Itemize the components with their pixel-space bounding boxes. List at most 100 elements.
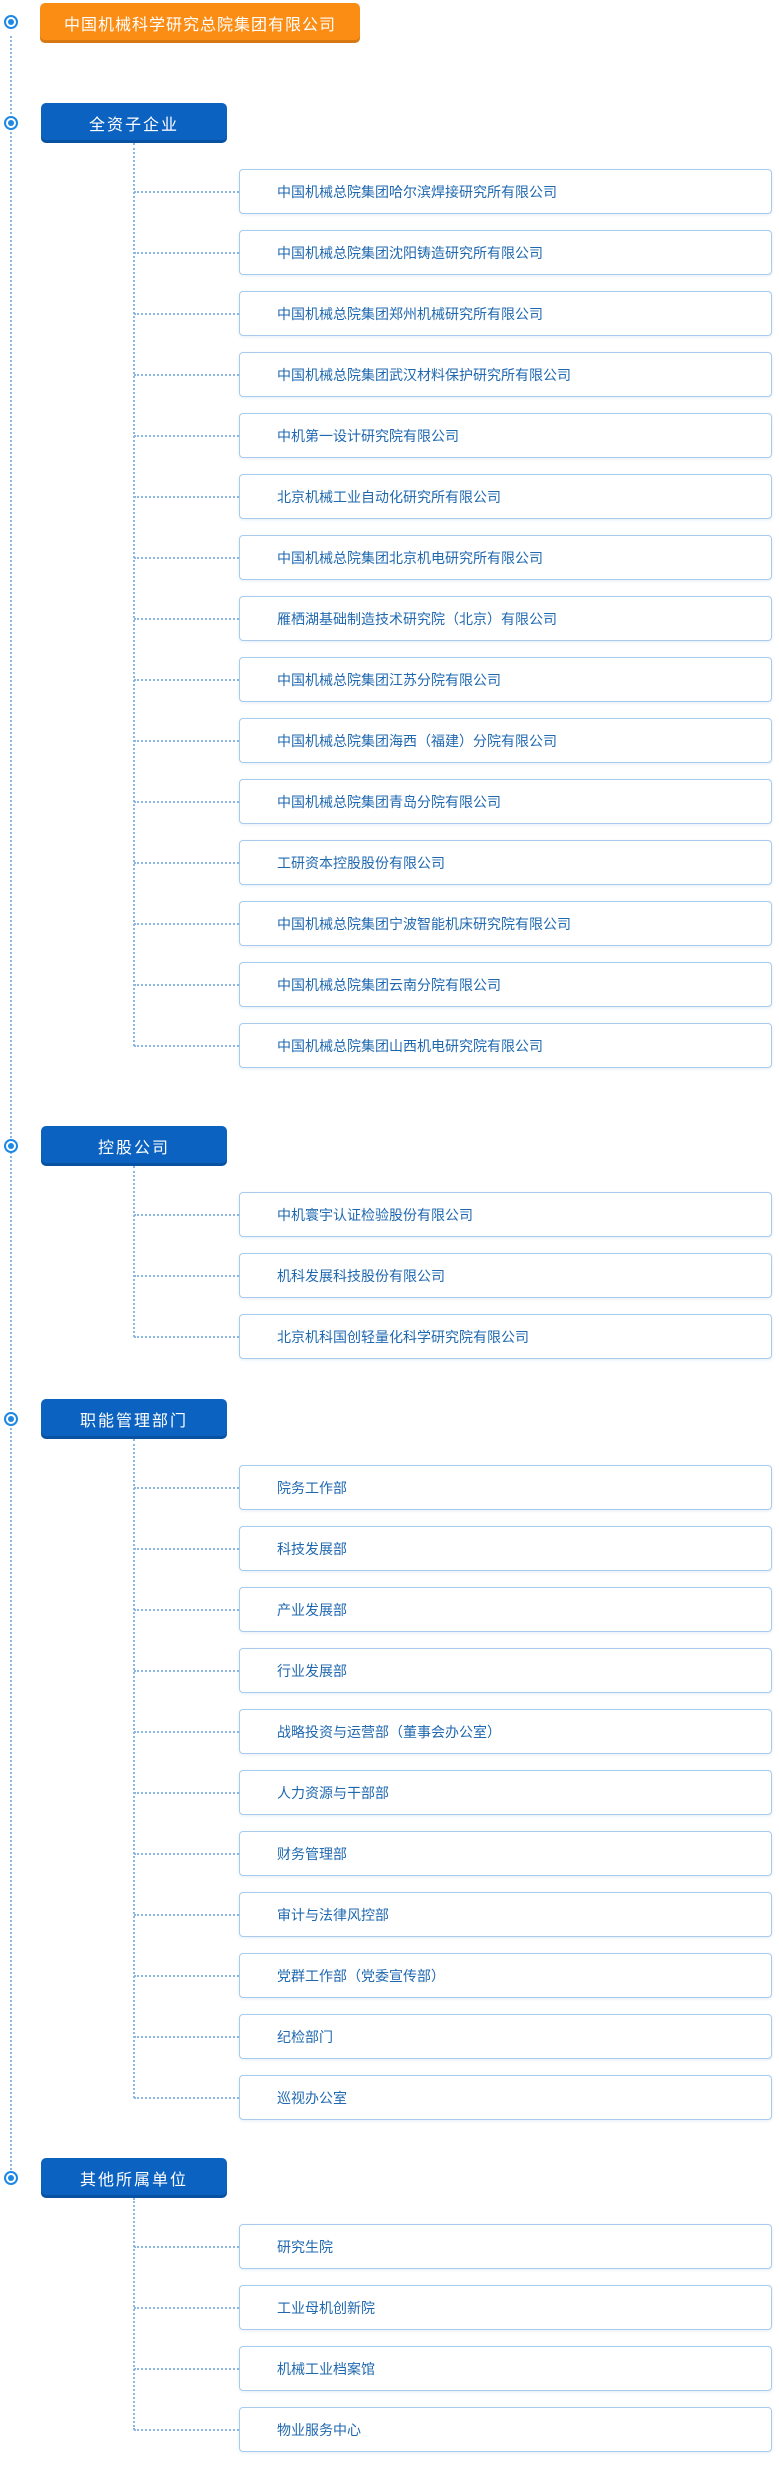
root-node[interactable]: 中国机械科学研究总院集团有限公司 bbox=[40, 3, 360, 43]
org-unit-box: 中国机械总院集团武汉材料保护研究所有限公司 bbox=[239, 352, 772, 397]
org-unit-box: 审计与法律风控部 bbox=[239, 1892, 772, 1937]
org-unit-label: 中国机械总院集团宁波智能机床研究院有限公司 bbox=[277, 915, 571, 932]
radio-bullet-icon[interactable] bbox=[4, 2171, 18, 2185]
org-unit-box: 雁栖湖基础制造技术研究院（北京）有限公司 bbox=[239, 596, 772, 641]
org-unit-box: 中国机械总院集团山西机电研究院有限公司 bbox=[239, 1023, 772, 1068]
org-unit-label: 院务工作部 bbox=[277, 1479, 347, 1496]
org-unit-label: 战略投资与运营部（董事会办公室） bbox=[277, 1723, 501, 1740]
org-child-row: 审计与法律风控部 bbox=[134, 1892, 779, 1937]
org-child-row: 中国机械总院集团青岛分院有限公司 bbox=[134, 779, 779, 824]
section-children: 研究生院 工业母机创新院 机械工业档案馆 物业服务中心 bbox=[0, 2198, 779, 2452]
org-unit-box: 战略投资与运营部（董事会办公室） bbox=[239, 1709, 772, 1754]
org-child-row: 中机第一设计研究院有限公司 bbox=[134, 413, 779, 458]
section-header-row: 控股公司 bbox=[4, 1126, 227, 1166]
connector-dotted-line bbox=[134, 1669, 239, 1672]
org-unit-box: 机科发展科技股份有限公司 bbox=[239, 1253, 772, 1298]
connector-dotted-line bbox=[134, 739, 239, 742]
org-unit-label: 巡视办公室 bbox=[277, 2089, 347, 2106]
org-unit-box: 财务管理部 bbox=[239, 1831, 772, 1876]
org-child-row: 中国机械总院集团江苏分院有限公司 bbox=[134, 657, 779, 702]
connector-dotted-line bbox=[134, 1730, 239, 1733]
org-unit-box: 中机寰宇认证检验股份有限公司 bbox=[239, 1192, 772, 1237]
org-unit-label: 机科发展科技股份有限公司 bbox=[277, 1267, 445, 1284]
org-child-row: 中国机械总院集团沈阳铸造研究所有限公司 bbox=[134, 230, 779, 275]
org-unit-box: 北京机科国创轻量化科学研究院有限公司 bbox=[239, 1314, 772, 1359]
org-unit-box: 中国机械总院集团郑州机械研究所有限公司 bbox=[239, 291, 772, 336]
org-unit-box: 机械工业档案馆 bbox=[239, 2346, 772, 2391]
org-unit-box: 中国机械总院集团北京机电研究所有限公司 bbox=[239, 535, 772, 580]
org-unit-label: 工业母机创新院 bbox=[277, 2299, 375, 2316]
org-section: 其他所属单位 研究生院 工业母机创新院 机械工业档案馆 物业服务中心 bbox=[0, 2158, 779, 2452]
org-unit-box: 院务工作部 bbox=[239, 1465, 772, 1510]
org-unit-box: 中国机械总院集团青岛分院有限公司 bbox=[239, 779, 772, 824]
org-child-row: 院务工作部 bbox=[134, 1465, 779, 1510]
section-header-2[interactable]: 控股公司 bbox=[41, 1126, 227, 1166]
org-child-row: 北京机械工业自动化研究所有限公司 bbox=[134, 474, 779, 519]
connector-dotted-line bbox=[134, 2367, 239, 2370]
org-unit-label: 财务管理部 bbox=[277, 1845, 347, 1862]
org-child-row: 中国机械总院集团北京机电研究所有限公司 bbox=[134, 535, 779, 580]
org-unit-label: 中国机械总院集团北京机电研究所有限公司 bbox=[277, 549, 543, 566]
org-unit-label: 中国机械总院集团山西机电研究院有限公司 bbox=[277, 1037, 543, 1054]
connector-dotted-line bbox=[134, 861, 239, 864]
org-child-row: 财务管理部 bbox=[134, 1831, 779, 1876]
org-unit-box: 研究生院 bbox=[239, 2224, 772, 2269]
org-child-row: 北京机科国创轻量化科学研究院有限公司 bbox=[134, 1314, 779, 1359]
org-unit-box: 中国机械总院集团哈尔滨焊接研究所有限公司 bbox=[239, 169, 772, 214]
org-unit-label: 行业发展部 bbox=[277, 1662, 347, 1679]
section-children: 中机寰宇认证检验股份有限公司 机科发展科技股份有限公司 北京机科国创轻量化科学研… bbox=[0, 1166, 779, 1359]
org-child-row: 巡视办公室 bbox=[134, 2075, 779, 2120]
connector-dotted-line bbox=[134, 312, 239, 315]
connector-dotted-line bbox=[134, 1547, 239, 1550]
connector-dotted-line bbox=[134, 1974, 239, 1977]
connector-dotted-line bbox=[134, 678, 239, 681]
org-unit-box: 工研资本控股股份有限公司 bbox=[239, 840, 772, 885]
section-header-3[interactable]: 职能管理部门 bbox=[41, 1399, 227, 1439]
connector-dotted-line bbox=[134, 1486, 239, 1489]
section-title: 控股公司 bbox=[97, 1140, 170, 1157]
org-child-row: 工业母机创新院 bbox=[134, 2285, 779, 2330]
org-child-row: 中机寰宇认证检验股份有限公司 bbox=[134, 1192, 779, 1237]
org-child-row: 物业服务中心 bbox=[134, 2407, 779, 2452]
section-header-1[interactable]: 全资子企业 bbox=[41, 103, 227, 143]
org-unit-box: 纪检部门 bbox=[239, 2014, 772, 2059]
org-unit-label: 科技发展部 bbox=[277, 1540, 347, 1557]
org-unit-label: 中国机械总院集团哈尔滨焊接研究所有限公司 bbox=[277, 183, 557, 200]
connector-dotted-line bbox=[134, 1044, 239, 1047]
org-child-row: 产业发展部 bbox=[134, 1587, 779, 1632]
radio-bullet-icon[interactable] bbox=[4, 116, 18, 130]
section-header-row: 职能管理部门 bbox=[4, 1399, 227, 1439]
connector-dotted-line bbox=[134, 1913, 239, 1916]
org-unit-box: 工业母机创新院 bbox=[239, 2285, 772, 2330]
org-unit-label: 产业发展部 bbox=[277, 1601, 347, 1618]
org-child-row: 人力资源与干部部 bbox=[134, 1770, 779, 1815]
org-child-row: 机械工业档案馆 bbox=[134, 2346, 779, 2391]
org-child-row: 战略投资与运营部（董事会办公室） bbox=[134, 1709, 779, 1754]
radio-bullet-icon[interactable] bbox=[4, 1412, 18, 1426]
connector-dotted-line bbox=[134, 2245, 239, 2248]
org-unit-box: 科技发展部 bbox=[239, 1526, 772, 1571]
org-unit-box: 中国机械总院集团云南分院有限公司 bbox=[239, 962, 772, 1007]
section-header-4[interactable]: 其他所属单位 bbox=[41, 2158, 227, 2198]
connector-dotted-line bbox=[134, 2306, 239, 2309]
section-title: 职能管理部门 bbox=[79, 1413, 188, 1430]
org-unit-label: 人力资源与干部部 bbox=[277, 1784, 389, 1801]
org-unit-box: 中国机械总院集团海西（福建）分院有限公司 bbox=[239, 718, 772, 763]
connector-dotted-line bbox=[134, 1335, 239, 1338]
org-unit-label: 雁栖湖基础制造技术研究院（北京）有限公司 bbox=[277, 610, 557, 627]
org-child-row: 中国机械总院集团哈尔滨焊接研究所有限公司 bbox=[134, 169, 779, 214]
org-unit-label: 中国机械总院集团郑州机械研究所有限公司 bbox=[277, 305, 543, 322]
connector-dotted-line bbox=[134, 617, 239, 620]
org-unit-box: 中机第一设计研究院有限公司 bbox=[239, 413, 772, 458]
radio-bullet-icon[interactable] bbox=[4, 1139, 18, 1153]
radio-bullet-icon[interactable] bbox=[4, 14, 18, 29]
org-unit-box: 北京机械工业自动化研究所有限公司 bbox=[239, 474, 772, 519]
org-unit-label: 北京机械工业自动化研究所有限公司 bbox=[277, 488, 501, 505]
org-unit-box: 中国机械总院集团宁波智能机床研究院有限公司 bbox=[239, 901, 772, 946]
org-child-row: 科技发展部 bbox=[134, 1526, 779, 1571]
org-unit-label: 纪检部门 bbox=[277, 2028, 333, 2045]
org-unit-box: 行业发展部 bbox=[239, 1648, 772, 1693]
org-unit-label: 审计与法律风控部 bbox=[277, 1906, 389, 1923]
org-unit-label: 党群工作部（党委宣传部） bbox=[277, 1967, 445, 1984]
connector-dotted-line bbox=[134, 251, 239, 254]
